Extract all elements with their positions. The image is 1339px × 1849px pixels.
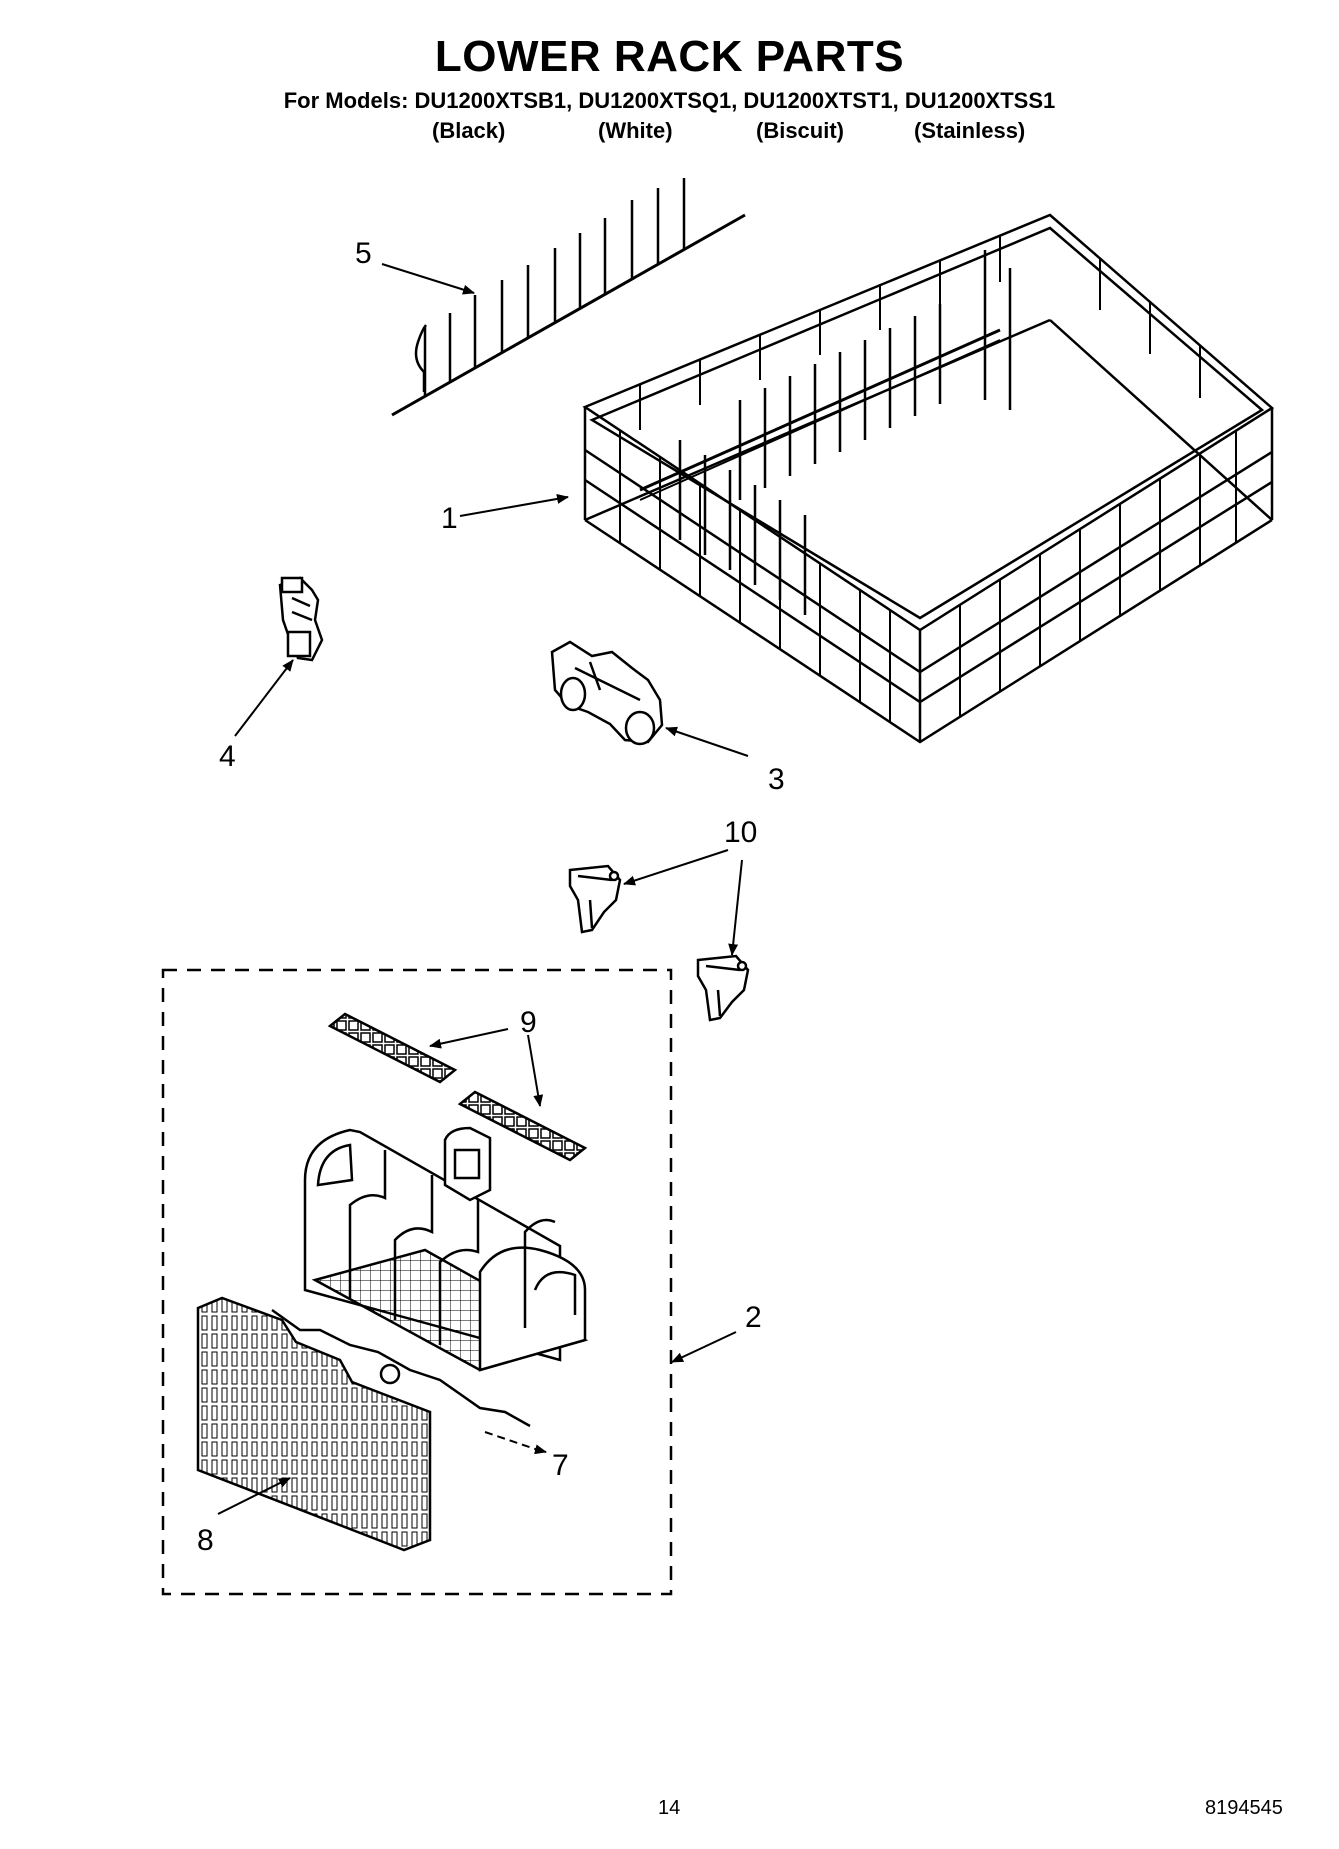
- clip-part-upper: [568, 864, 622, 934]
- callout-9: 9: [520, 1006, 537, 1039]
- basket-lid-part-lower: [457, 1090, 588, 1162]
- basket-cover-part: [196, 1296, 432, 1552]
- hinge-rod-part: [271, 1308, 531, 1428]
- document-number: 8194545: [1205, 1797, 1283, 1819]
- callout-3: 3: [768, 763, 785, 796]
- callout-7: 7: [552, 1449, 569, 1482]
- lower-rack-part: [582, 213, 1275, 744]
- color-white: (White): [598, 118, 673, 143]
- clip-part-lower: [696, 954, 750, 1022]
- basket-assembly-group-box: [161, 968, 673, 1596]
- callout-5: 5: [355, 237, 372, 270]
- callout-2: 2: [745, 1301, 762, 1334]
- callout-1: 1: [441, 502, 458, 535]
- color-black: (Black): [432, 118, 506, 143]
- basket-lid-part-upper: [327, 1012, 458, 1084]
- page-title: LOWER RACK PARTS: [434, 32, 905, 81]
- rack-wheel-assembly-part: [550, 640, 664, 746]
- silverware-basket-part: [303, 1126, 589, 1372]
- models-line: For Models: DU1200XTSB1, DU1200XTSQ1, DU…: [283, 88, 1056, 113]
- rack-roller-part: [278, 576, 324, 662]
- color-biscuit: (Biscuit): [756, 118, 844, 143]
- callout-10: 10: [724, 816, 757, 849]
- callout-4: 4: [219, 740, 236, 773]
- tine-row-part: [391, 178, 746, 417]
- page-number: 14: [658, 1797, 681, 1819]
- color-stainless: (Stainless): [914, 118, 1026, 143]
- callout-8: 8: [197, 1524, 214, 1557]
